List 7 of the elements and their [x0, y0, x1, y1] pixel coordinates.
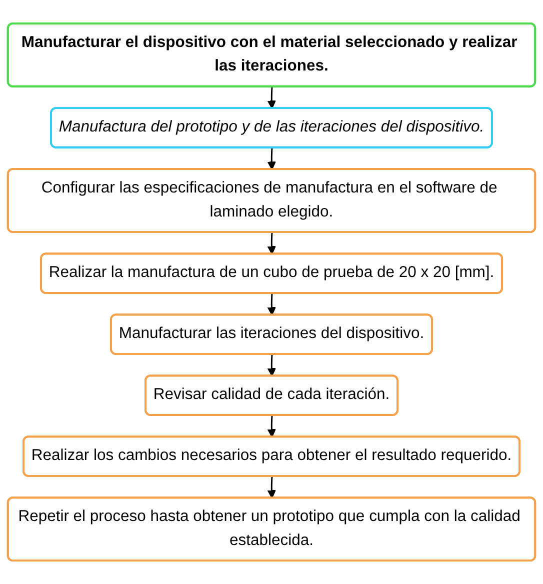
arrow: [267, 476, 276, 498]
arrow: [267, 293, 276, 316]
arrow: [267, 232, 276, 255]
arrow: [267, 354, 276, 376]
arrow: [267, 86, 276, 109]
arrow: [267, 415, 276, 438]
arrow: [267, 148, 276, 170]
